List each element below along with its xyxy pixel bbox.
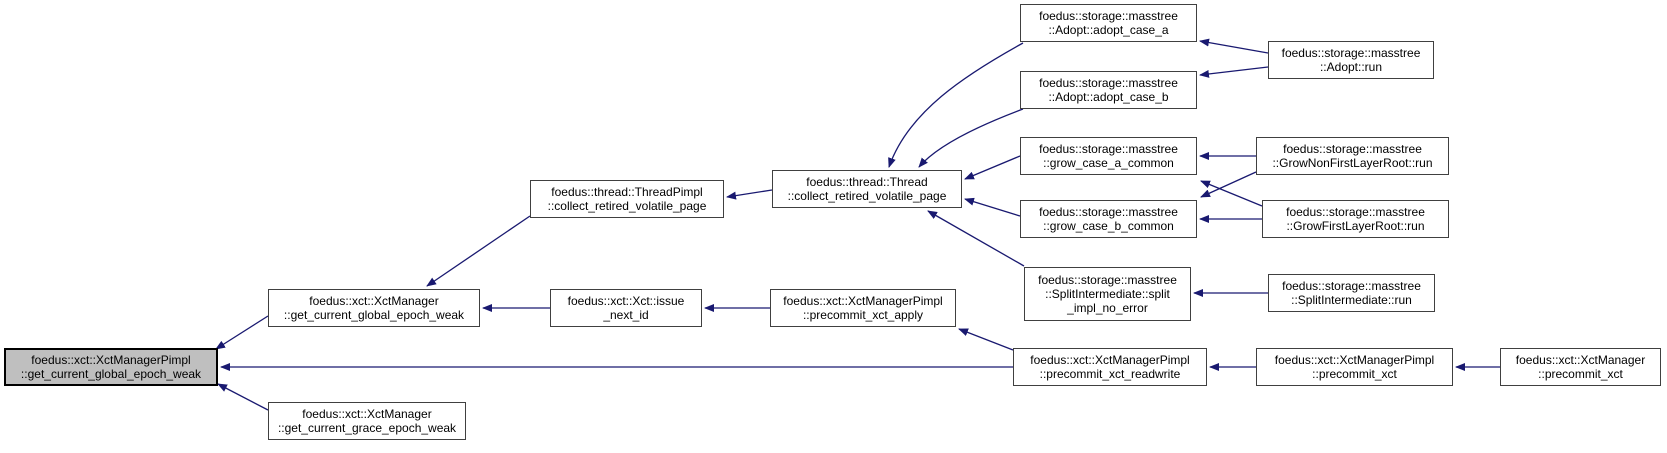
call-edge xyxy=(217,383,269,411)
node-label-line: foedus::xct::XctManagerPimpl xyxy=(1274,353,1435,367)
node-label-line: foedus::storage::masstree xyxy=(1282,279,1421,293)
node-label-line: _impl_no_error xyxy=(1067,301,1148,315)
node-xctmanagerpimpl-precommit-xct[interactable]: foedus::xct::XctManagerPimpl::precommit_… xyxy=(1256,348,1453,386)
node-label-line: ::grow_case_a_common xyxy=(1043,156,1174,170)
node-label-line: ::get_current_global_epoch_weak xyxy=(283,308,465,322)
call-edge xyxy=(726,189,773,200)
node-label-line: foedus::storage::masstree xyxy=(1039,76,1178,90)
node-label-line: foedus::xct::XctManagerPimpl xyxy=(1030,353,1190,367)
node-xct-issue-next-id[interactable]: foedus::xct::Xct::issue_next_id xyxy=(550,289,702,327)
call-edge xyxy=(958,328,1014,351)
node-label-line: ::get_current_global_epoch_weak xyxy=(20,367,202,381)
node-adopt-adopt-case-a[interactable]: foedus::storage::masstree::Adopt::adopt_… xyxy=(1020,4,1197,42)
call-edge xyxy=(426,215,531,287)
node-xctmanagerpimpl-precommit-xct-readwrite[interactable]: foedus::xct::XctManagerPimpl::precommit_… xyxy=(1013,348,1207,386)
node-grow-case-b-common[interactable]: foedus::storage::masstree::grow_case_b_c… xyxy=(1020,200,1197,238)
call-edge xyxy=(888,42,1024,168)
node-xctmanager-get-current-grace-epoch-weak[interactable]: foedus::xct::XctManager::get_current_gra… xyxy=(268,402,466,440)
node-label-line: _next_id xyxy=(603,308,649,322)
node-label-line: foedus::thread::Thread xyxy=(806,175,928,189)
node-label-line: foedus::thread::ThreadPimpl xyxy=(551,185,703,199)
node-label-line: foedus::storage::masstree xyxy=(1286,205,1425,219)
node-label-line: ::precommit_xct xyxy=(1538,367,1623,381)
node-label-line: foedus::storage::masstree xyxy=(1039,142,1178,156)
node-label-line: foedus::xct::Xct::issue xyxy=(567,294,685,308)
node-splitintermediate-split-impl-no-error[interactable]: foedus::storage::masstree::SplitIntermed… xyxy=(1024,267,1191,321)
node-label-line: foedus::storage::masstree xyxy=(1283,142,1422,156)
node-label-line: foedus::storage::masstree xyxy=(1281,46,1421,60)
node-label-line: foedus::storage::masstree xyxy=(1039,205,1178,219)
node-label-line: ::grow_case_b_common xyxy=(1043,219,1174,233)
node-label-line: foedus::xct::XctManager xyxy=(1515,353,1646,367)
node-label-line: foedus::xct::XctManagerPimpl xyxy=(783,294,943,308)
node-label-line: ::collect_retired_volatile_page xyxy=(787,189,947,203)
call-edge xyxy=(1199,38,1269,54)
node-xctmanager-get-current-global-epoch-weak[interactable]: foedus::xct::XctManager::get_current_glo… xyxy=(268,289,480,327)
node-label-line: ::collect_retired_volatile_page xyxy=(547,199,707,213)
node-label-line: foedus::xct::XctManagerPimpl xyxy=(31,353,191,367)
call-edge xyxy=(964,155,1021,180)
node-label-line: foedus::storage::masstree xyxy=(1039,9,1178,23)
node-label-line: ::get_current_grace_epoch_weak xyxy=(277,421,457,435)
node-label-line: ::precommit_xct xyxy=(1312,367,1397,381)
call-edge xyxy=(1200,180,1263,207)
node-grownonfirstlayerroot-run[interactable]: foedus::storage::masstree::GrowNonFirstL… xyxy=(1256,137,1449,175)
call-edge xyxy=(964,197,1021,217)
node-splitintermediate-run[interactable]: foedus::storage::masstree::SplitIntermed… xyxy=(1268,274,1435,312)
node-thread-collect-retired-volatile-page[interactable]: foedus::thread::Thread::collect_retired_… xyxy=(772,170,962,208)
node-label-line: foedus::xct::XctManager xyxy=(302,407,432,421)
call-edge xyxy=(927,210,1025,267)
node-xctmanager-precommit-xct[interactable]: foedus::xct::XctManager::precommit_xct xyxy=(1500,348,1661,386)
call-edge xyxy=(1200,171,1257,198)
node-label-line: ::Adopt::adopt_case_b xyxy=(1048,90,1169,104)
call-edge xyxy=(215,315,269,350)
node-grow-case-a-common[interactable]: foedus::storage::masstree::grow_case_a_c… xyxy=(1020,137,1197,175)
call-edge xyxy=(918,108,1024,168)
node-growfirstlayerroot-run[interactable]: foedus::storage::masstree::GrowFirstLaye… xyxy=(1262,200,1449,238)
node-adopt-run[interactable]: foedus::storage::masstree::Adopt::run xyxy=(1268,41,1434,79)
call-edge xyxy=(1199,66,1269,78)
node-label-line: ::precommit_xct_apply xyxy=(802,308,924,322)
node-adopt-adopt-case-b[interactable]: foedus::storage::masstree::Adopt::adopt_… xyxy=(1020,71,1197,109)
node-xctmanagerpimpl-get-current-global-epoch-weak: foedus::xct::XctManagerPimpl::get_curren… xyxy=(4,348,218,386)
node-label-line: foedus::xct::XctManager xyxy=(309,294,439,308)
node-label-line: ::Adopt::adopt_case_a xyxy=(1048,23,1169,37)
node-threadpimpl-collect-retired-volatile-page[interactable]: foedus::thread::ThreadPimpl::collect_ret… xyxy=(530,180,724,218)
node-label-line: ::SplitIntermediate::split xyxy=(1045,287,1170,301)
node-label-line: ::precommit_xct_readwrite xyxy=(1039,367,1181,381)
node-label-line: ::GrowFirstLayerRoot::run xyxy=(1286,219,1425,233)
node-label-line: foedus::storage::masstree xyxy=(1038,273,1177,287)
node-label-line: ::GrowNonFirstLayerRoot::run xyxy=(1272,156,1433,170)
node-xctmanagerpimpl-precommit-xct-apply[interactable]: foedus::xct::XctManagerPimpl::precommit_… xyxy=(770,289,956,327)
node-label-line: ::SplitIntermediate::run xyxy=(1291,293,1412,307)
node-label-line: ::Adopt::run xyxy=(1319,60,1383,74)
